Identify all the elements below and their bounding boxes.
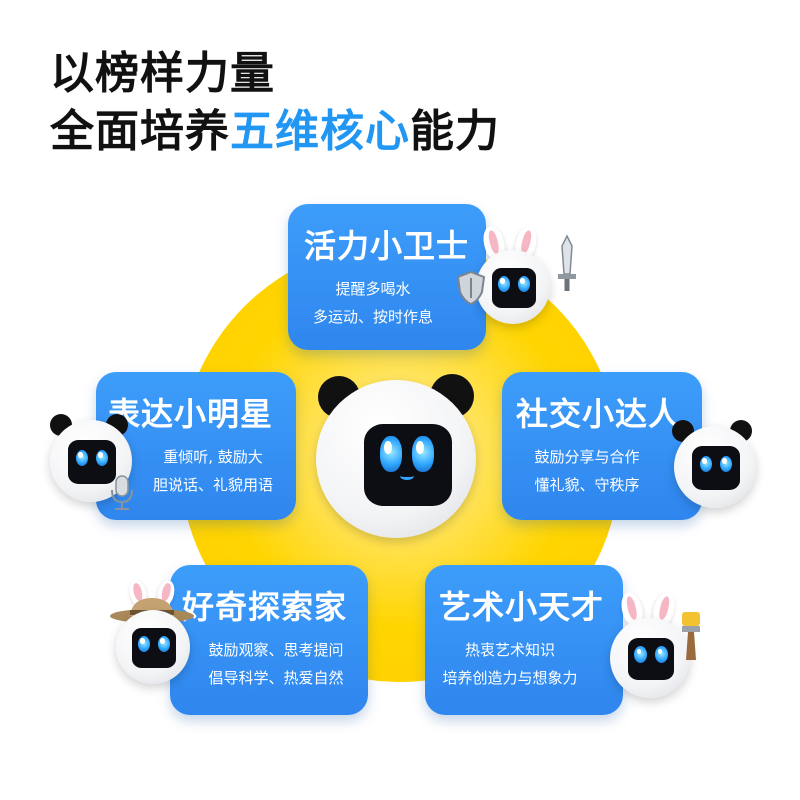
- robot-screen: [692, 446, 740, 490]
- headline-line-1: 以榜样力量: [50, 48, 275, 99]
- robot-eye-left-icon: [380, 436, 402, 472]
- card-desc-line-2: 培养创造力与想象力: [442, 669, 578, 687]
- card-desc-line-1: 提醒多喝水: [335, 280, 411, 298]
- card-desc-line-1: 热衷艺术知识: [464, 641, 555, 659]
- robot-eye-left-icon: [700, 456, 712, 472]
- card-title: 社交小达人: [516, 395, 682, 433]
- card-desc-line-2: 多运动、按时作息: [312, 308, 433, 326]
- headline-prefix: 全面培养: [50, 106, 230, 157]
- bunny-robot-paintbrush-icon: [604, 590, 714, 702]
- headline-line-2: 全面培养五维核心能力: [50, 110, 500, 154]
- center-panda-robot-icon: [312, 370, 480, 538]
- robot-mouth-icon: [400, 472, 414, 480]
- robot-eye-left-icon: [76, 450, 88, 466]
- robot-eye-left-icon: [138, 636, 150, 652]
- bunny-robot-shield-icon: [456, 224, 582, 328]
- card-social-expert: 社交小达人 鼓励分享与合作 懂礼貌、守秩序: [502, 372, 702, 520]
- card-desc-line-1: 重倾听, 鼓励大: [163, 448, 263, 466]
- headline-accent: 五维核心: [230, 106, 410, 157]
- card-desc-line-2: 倡导科学、热爱自然: [208, 669, 344, 687]
- card-vitality-guardian: 活力小卫士 提醒多喝水 多运动、按时作息: [288, 204, 486, 350]
- card-title: 好奇探索家: [182, 588, 348, 626]
- bunny-robot-explorer-hat-icon: [108, 578, 196, 690]
- card-curious-explorer: 好奇探索家 鼓励观察、思考提问 倡导科学、热爱自然: [170, 565, 368, 715]
- robot-eye-left-icon: [498, 276, 510, 292]
- robot-eye-right-icon: [412, 436, 434, 472]
- paintbrush-icon: [682, 612, 700, 660]
- card-title: 表达小明星: [108, 395, 274, 433]
- microphone-icon: [111, 475, 133, 510]
- card-title: 艺术小天才: [439, 588, 605, 626]
- shield-icon: [456, 270, 486, 306]
- card-title: 活力小卫士: [304, 227, 470, 265]
- card-desc-line-1: 鼓励观察、思考提问: [208, 641, 344, 659]
- sword-icon: [558, 234, 576, 291]
- card-desc-line-2: 胆说话、礼貌用语: [152, 476, 273, 494]
- robot-eye-right-icon: [96, 450, 108, 466]
- card-art-prodigy: 艺术小天才 热衷艺术知识 培养创造力与想象力: [425, 565, 623, 715]
- robot-eye-right-icon: [158, 636, 170, 652]
- card-desc-line-2: 懂礼貌、守秩序: [534, 476, 640, 494]
- robot-eye-left-icon: [634, 646, 647, 663]
- panda-robot-microphone-icon: [44, 412, 144, 512]
- robot-screen: [364, 424, 452, 506]
- card-expression-star: 表达小明星 重倾听, 鼓励大 胆说话、礼貌用语: [96, 372, 296, 520]
- headline-suffix: 能力: [410, 106, 500, 157]
- panda-robot-icon: [670, 418, 762, 510]
- robot-eye-right-icon: [720, 456, 732, 472]
- card-desc-line-1: 鼓励分享与合作: [534, 448, 640, 466]
- robot-eye-right-icon: [518, 276, 530, 292]
- robot-eye-right-icon: [655, 646, 668, 663]
